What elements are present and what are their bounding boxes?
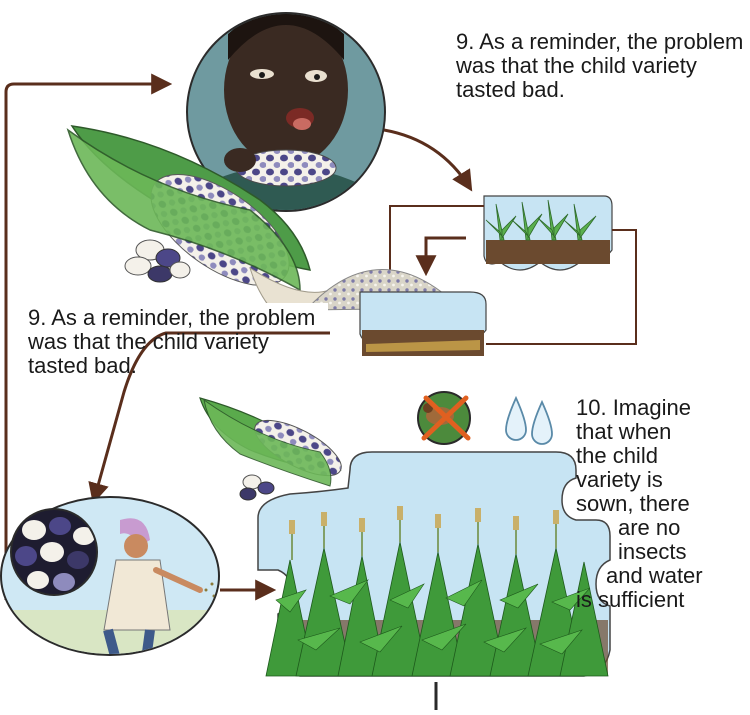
step-10-line: variety is [576, 468, 746, 492]
young-maize-field-icon [484, 196, 612, 270]
step-10-line: insects [576, 540, 746, 564]
harvested-field-icon [360, 292, 486, 356]
step-10-line: 10. Imagine [576, 396, 746, 420]
step-9-caption-top: 9. As a reminder, the problem was that t… [456, 30, 746, 102]
crossed-out-insect-icon [418, 392, 470, 444]
mature-maize-field-icon [258, 452, 610, 676]
arrow-down-to-pile [426, 238, 466, 272]
small-maize-cob-icon [200, 398, 349, 500]
water-drops-icon [506, 398, 552, 444]
step-10-caption: 10. Imagine that when the child variety … [576, 396, 746, 612]
step-10-line: is sufficient [576, 588, 746, 612]
step-10-line: the child [576, 444, 746, 468]
step-10-line: that when [576, 420, 746, 444]
step-10-line: and water [576, 564, 746, 588]
step-9-caption-middle: 9. As a reminder, the problem was that t… [28, 306, 328, 378]
step-10-line: are no [576, 516, 746, 540]
arrow-to-field [384, 130, 470, 188]
step-10-line: sown, there [576, 492, 746, 516]
